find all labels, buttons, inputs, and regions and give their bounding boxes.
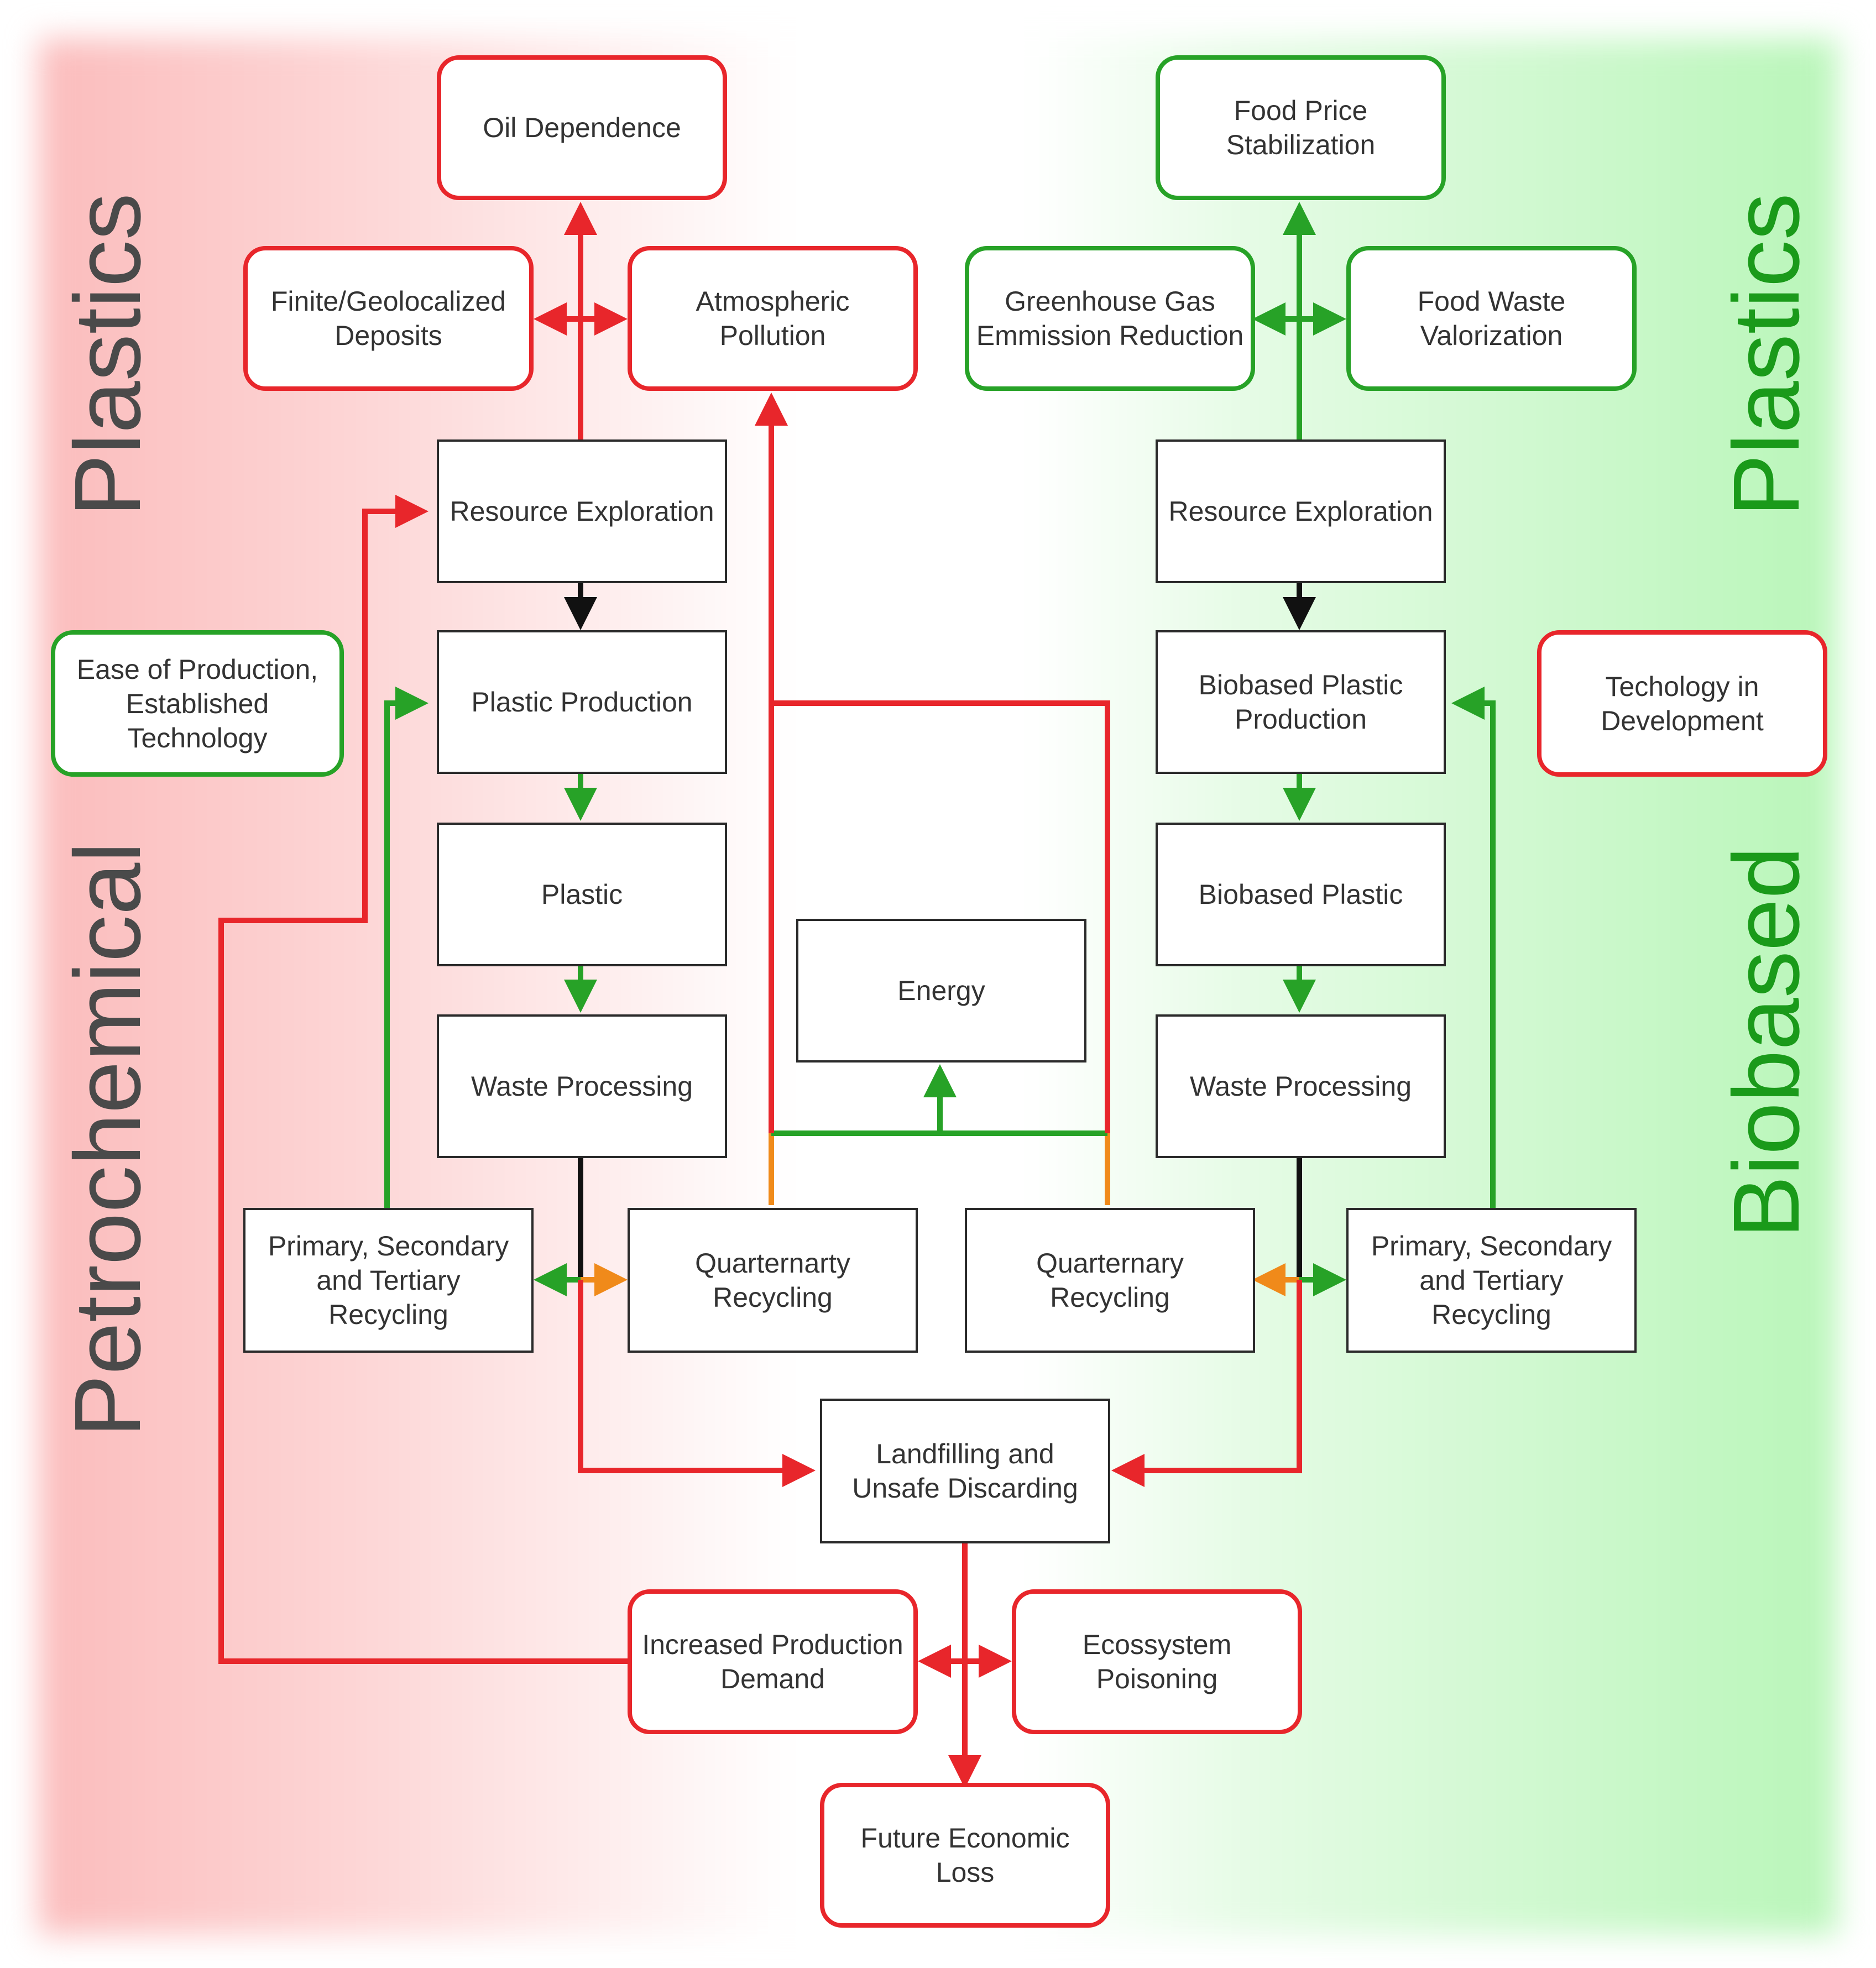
petro-recycling-box: Primary, Secondary and Tertiary Recyclin… (243, 1208, 534, 1353)
arrow-bio-waste-to-landfill (1111, 1280, 1302, 1487)
line-pollution-right-loop (771, 700, 1110, 1133)
ease-of-production-box: Ease of Production, Established Technolo… (51, 630, 344, 777)
ecosystem-poisoning-box: Ecossystem Poisoning (1012, 1589, 1302, 1734)
finite-deposits-box: Finite/Geolocalized Deposits (243, 246, 534, 391)
bio-resource-exploration-box: Resource Exploration (1156, 439, 1446, 583)
petro-quarternary-recycling-box: Quarternarty Recycling (628, 1208, 918, 1353)
oil-dependence-box: Oil Dependence (437, 55, 727, 200)
landfilling-box: Landfilling and Unsafe Discarding (820, 1399, 1110, 1543)
biobased-plastic-box: Biobased Plastic (1156, 823, 1446, 966)
arrow-bio-recycling-to-production (1451, 687, 1496, 1208)
arrow-demand-to-resexp (218, 495, 628, 1664)
increased-demand-box: Increased Production Demand (628, 1589, 918, 1734)
technology-development-box: Techology in Development (1537, 630, 1827, 777)
petro-resource-exploration-box: Resource Exploration (437, 439, 727, 583)
plastic-production-box: Plastic Production (437, 630, 727, 774)
food-price-box: Food Price Stabilization (1156, 55, 1446, 200)
economic-loss-box: Future Economic Loss (820, 1783, 1110, 1928)
bio-waste-processing-box: Waste Processing (1156, 1014, 1446, 1158)
ghg-reduction-box: Greenhouse Gas Emmission Reduction (965, 246, 1255, 391)
food-waste-box: Food Waste Valorization (1346, 246, 1637, 391)
bio-recycling-box: Primary, Secondary and Tertiary Recyclin… (1346, 1208, 1637, 1353)
petro-waste-processing-box: Waste Processing (437, 1014, 727, 1158)
atmospheric-pollution-box: Atmospheric Pollution (628, 246, 918, 391)
arrow-recycling-to-production (384, 687, 428, 1208)
energy-box: Energy (796, 919, 1086, 1062)
bio-quarternary-recycling-box: Quarternary Recycling (965, 1208, 1255, 1353)
plastic-box: Plastic (437, 823, 727, 966)
biobased-production-box: Biobased Plastic Production (1156, 630, 1446, 774)
arrow-waste-to-landfill-left (578, 1280, 816, 1487)
